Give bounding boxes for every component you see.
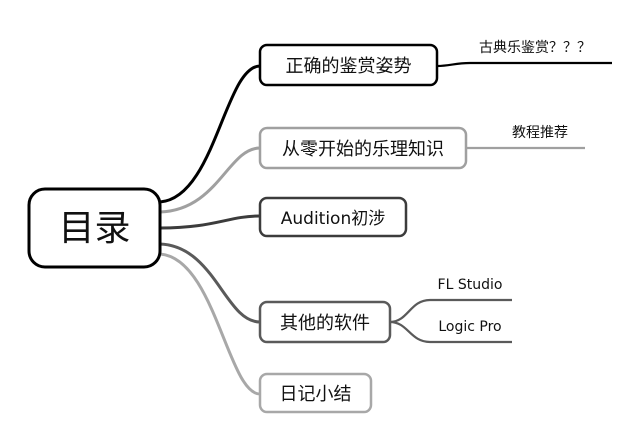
connector-branch-4-to-child-1 [389,298,512,324]
connector-root-to-branch-3 [159,214,261,230]
branch-node-1[interactable]: 正确的鉴赏姿势 [258,43,439,87]
branch-node-2[interactable]: 从零开始的乐理知识 [258,126,468,170]
child-node-2-1-label[interactable]: 教程推荐 [512,125,568,141]
branch-node-5[interactable]: 日记小结 [258,372,373,414]
branch-node-4[interactable]: 其他的软件 [258,300,392,344]
connector-branch-1-to-child-1 [436,61,612,68]
connector-root-to-branch-2 [159,146,261,214]
connector-root-to-branch-1 [159,64,261,204]
branch-node-3[interactable]: Audition初涉 [258,196,408,238]
connector-root-to-branch-5 [159,252,261,396]
branch-node-5-label: 日记小结 [280,384,352,405]
branch-node-1-label: 正确的鉴赏姿势 [286,56,412,77]
connector-branch-4-to-child-2 [389,320,512,344]
branch-node-4-label: 其他的软件 [280,313,370,334]
child-node-1-1-label[interactable]: 古典乐鉴赏？？？ [479,40,591,56]
root-node-label: 目录 [58,208,130,249]
connector-root-to-branch-4 [159,242,261,324]
branch-node-2-label: 从零开始的乐理知识 [282,139,444,160]
branch-node-3-label: Audition初涉 [281,209,385,229]
child-node-4-2-label[interactable]: Logic Pro [438,319,501,335]
child-node-4-1-label[interactable]: FL Studio [438,277,503,293]
root-node[interactable]: 目录 [27,187,162,269]
